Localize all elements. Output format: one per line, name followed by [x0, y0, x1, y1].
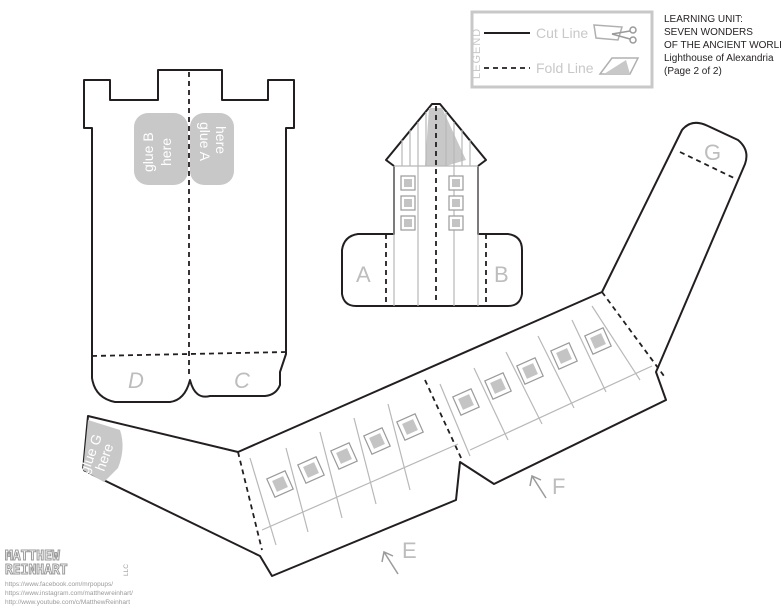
info-line-3: OF THE ANCIENT WORLD [664, 40, 781, 51]
tab-c-label: C [234, 368, 250, 393]
credit-instagram[interactable]: https://www.instagram.com/matthewreinhar… [5, 590, 133, 597]
tab-b-label: B [494, 262, 509, 287]
columns-band [394, 112, 478, 167]
credit-facebook[interactable]: https://www.facebook.com/mrpopups/ [5, 581, 113, 588]
glue-g-area [83, 420, 123, 482]
strip-panel-dividers [249, 305, 653, 546]
logo-line-2: REINHART [5, 563, 68, 578]
glue-b-area [134, 113, 188, 185]
legend-cut-label: Cut Line [536, 25, 588, 41]
credit-youtube[interactable]: http://www.youtube.com/c/MatthewReinhart [5, 599, 130, 606]
strip-fold-e-left [237, 451, 263, 551]
tower-piece: glue B here glue A here D C [83, 69, 295, 403]
top-piece-outline [341, 103, 523, 307]
glue-b-label-1: glue B [140, 132, 156, 172]
legend-box [470, 10, 654, 89]
label-f: F [552, 474, 565, 499]
strip-fold-middle [424, 379, 463, 461]
glue-b-label-2: here [158, 138, 174, 166]
info-line-2: SEVEN WONDERS [664, 27, 753, 38]
fold-paper-icon [598, 57, 640, 75]
arrow-f-icon [529, 474, 547, 499]
long-strip: glue G here [76, 121, 748, 577]
glue-a-label-2: here [213, 126, 229, 154]
info-line-1: LEARNING UNIT: [664, 14, 743, 25]
strip-windows [266, 327, 612, 498]
strip-outline [82, 121, 748, 577]
credits: MATTHEW REINHART LLC https://www.faceboo… [4, 548, 133, 606]
legend-title: LEGEND [471, 28, 483, 79]
scissors-icon [593, 24, 637, 44]
info-line-5: (Page 2 of 2) [664, 66, 722, 77]
tab-d-label: D [128, 368, 144, 393]
logo-block [4, 548, 120, 576]
glue-a-area [190, 113, 234, 185]
legend-fold-label: Fold Line [536, 60, 594, 76]
strip-fold-g [679, 151, 735, 179]
label-e: E [402, 538, 417, 563]
logo-line-1: MATTHEW [5, 549, 60, 564]
arrow-e-icon [381, 550, 399, 575]
tab-a-label: A [356, 262, 371, 287]
glue-a-label-1: glue A [197, 122, 213, 162]
legend: LEGEND Cut Line Fold Line [470, 10, 654, 89]
tab-g-label: G [704, 140, 721, 165]
logo-suffix: LLC [123, 564, 130, 576]
top-piece: A B [341, 103, 523, 307]
info-line-4: Lighthouse of Alexandria [664, 53, 774, 64]
top-windows [400, 175, 464, 231]
unit-info: LEARNING UNIT: SEVEN WONDERS OF THE ANCI… [664, 14, 781, 77]
